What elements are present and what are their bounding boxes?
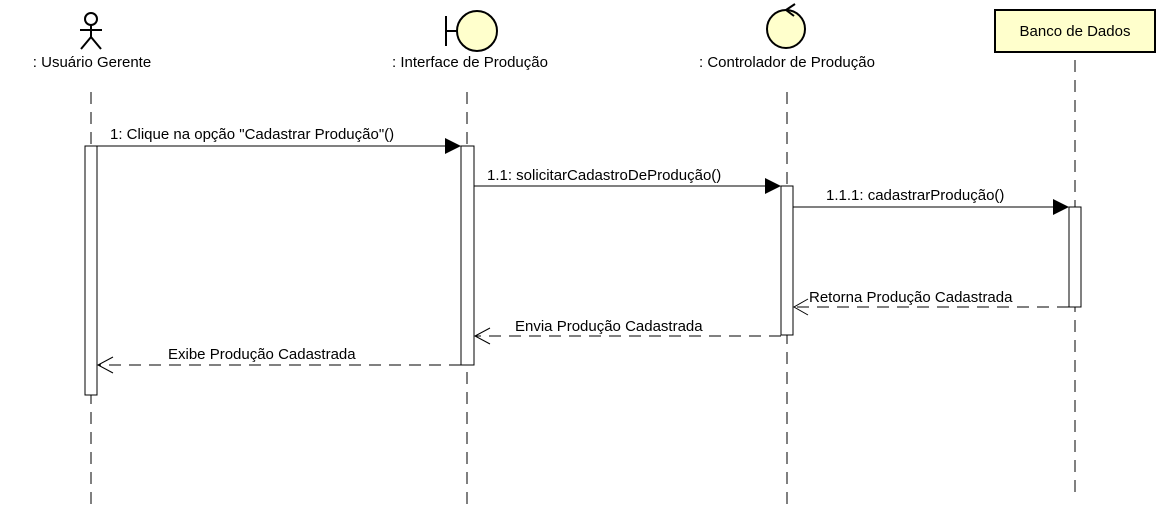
return-3-label: Exibe Produção Cadastrada [168,346,356,363]
activation-usuario [84,145,98,396]
boundary-icon [445,10,498,52]
participant-control-label: : Controlador de Produção [699,54,875,71]
return-1-label: Retorna Produção Cadastrada [809,289,1013,306]
participant-boundary-label: : Interface de Produção [392,54,548,71]
return-1-arrowhead [792,298,809,316]
return-2-label: Envia Produção Cadastrada [515,318,703,335]
actor-icon [80,12,102,50]
message-1-1-label: 1.1: solicitarCadastroDeProdução() [487,167,721,184]
message-1-label: 1: Clique na opção "Cadastrar Produção"(… [110,126,394,143]
control-icon [766,3,806,49]
return-3-arrowhead [96,356,114,374]
message-1-arrowhead [445,138,461,154]
participant-database-label: Banco de Dados [1019,22,1131,40]
activation-interface [460,145,475,366]
return-2-arrowhead [473,327,491,345]
activation-banco [1068,206,1082,308]
message-1-1-1-arrowhead [1053,199,1069,215]
activation-controlador [780,185,794,336]
participant-database-box: Banco de Dados [994,9,1156,53]
participant-actor-label: : Usuário Gerente [33,54,151,71]
message-1-1-arrowhead [765,178,781,194]
message-1-1-1-label: 1.1.1: cadastrarProdução() [826,187,1004,204]
